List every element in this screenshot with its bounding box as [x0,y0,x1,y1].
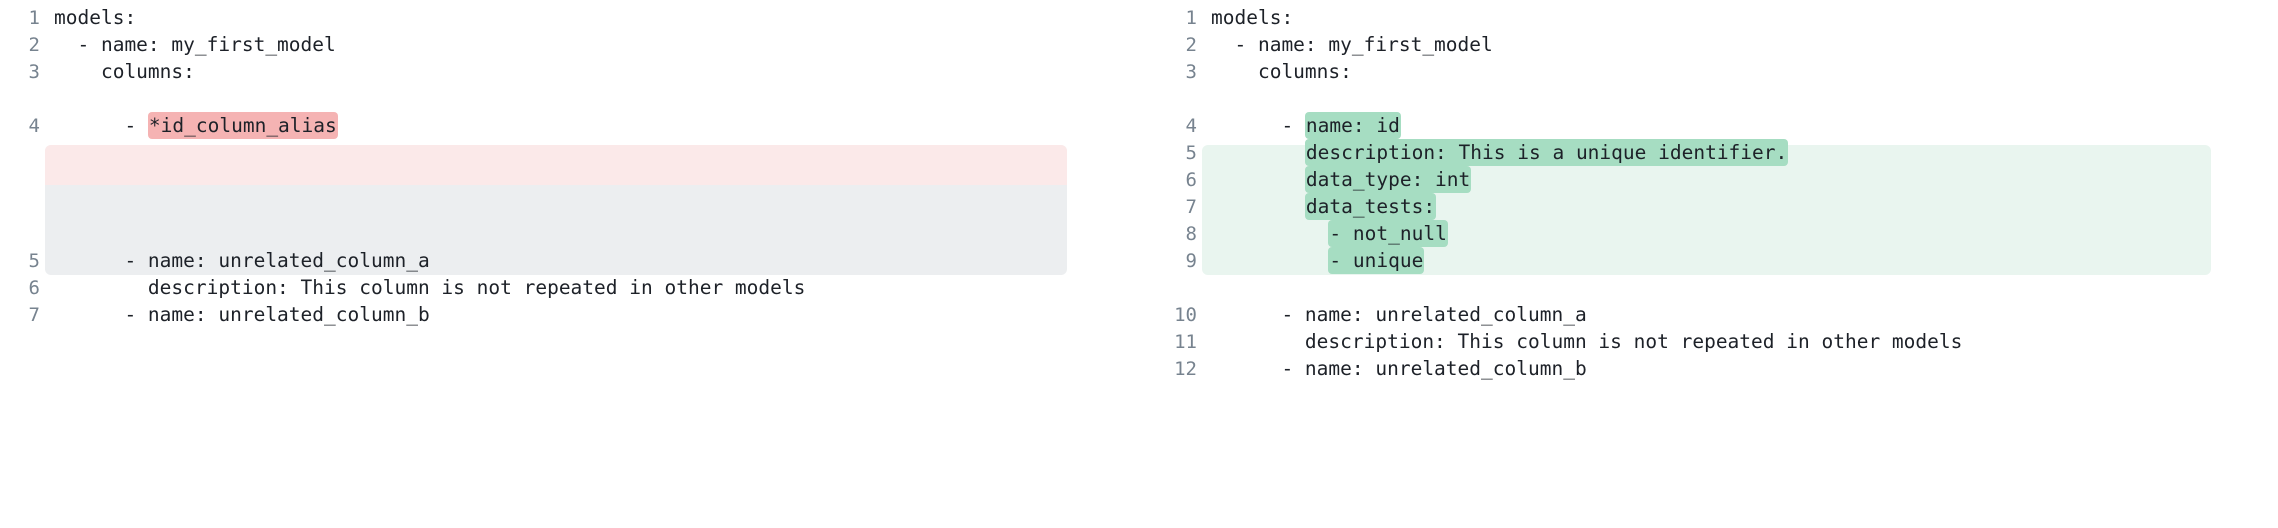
added-word-highlight: - unique [1328,247,1425,274]
code-line[interactable]: 5 - name: unrelated_column_a [0,247,1139,274]
code-line-added[interactable]: 9 - unique [1139,247,2278,274]
line-number: 1 [1185,7,1197,29]
line-content: columns: [54,60,195,83]
line-content: description: This is a unique identifier… [1197,139,1789,166]
line-number: 3 [28,61,40,83]
line-content: - name: unrelated_column_a [1211,303,1587,326]
code-line[interactable]: 6 description: This column is not repeat… [0,274,1139,301]
code-line[interactable]: 11 description: This column is not repea… [1139,328,2278,355]
line-number: 8 [1185,223,1197,245]
line-content: - name: my_first_model [1211,33,1493,56]
line-content: - unique [1197,247,1425,274]
line-content: description: This column is not repeated… [54,276,806,299]
line-indent: - [1211,114,1305,137]
removed-word-highlight: *id_column_alias [147,112,338,139]
line-indent: - [54,114,148,137]
hunk-bottom-spacer [1139,274,2278,301]
line-number: 2 [1185,34,1197,56]
code-line[interactable]: 1 models: [1139,4,2278,31]
line-number: 12 [1174,358,1197,380]
code-lines-after: 1 models: 2 - name: my_first_model 3 col… [1139,0,2278,382]
line-indent [1211,222,1328,245]
diff-pane-before: 1 models: 2 - name: my_first_model 3 col… [0,0,1139,328]
line-content: description: This column is not repeated… [1211,330,1963,353]
line-number: 11 [1174,331,1197,353]
line-number: 9 [1185,250,1197,272]
line-content: - name: id [1197,112,1401,139]
line-indent [1211,249,1328,272]
line-content: data_type: int [1197,166,1472,193]
line-content: - *id_column_alias [40,112,338,139]
code-line[interactable]: 2 - name: my_first_model [1139,31,2278,58]
line-content: - name: unrelated_column_b [54,303,430,326]
line-number: 6 [1185,169,1197,191]
line-number: 3 [1185,61,1197,83]
code-line-added[interactable]: 6 data_type: int [1139,166,2278,193]
removed-line-background [45,145,1067,185]
line-content: - name: unrelated_column_b [1211,357,1587,380]
code-line-added[interactable]: 8 - not_null [1139,220,2278,247]
line-number: 4 [28,115,40,137]
line-content: columns: [1211,60,1352,83]
code-line[interactable]: 12 - name: unrelated_column_b [1139,355,2278,382]
line-number: 5 [28,250,40,272]
removed-filler-line [0,193,1139,220]
line-number: 4 [1185,115,1197,137]
line-indent [1211,168,1305,191]
added-word-highlight: name: id [1304,112,1401,139]
code-line-added[interactable]: 5 description: This is a unique identifi… [1139,139,2278,166]
line-number: 7 [1185,196,1197,218]
line-number: 2 [28,34,40,56]
line-number: 6 [28,277,40,299]
diff-pane-after: 1 models: 2 - name: my_first_model 3 col… [1139,0,2278,528]
hunk-top-spacer [1139,85,2278,112]
hunk-top-spacer [0,85,1139,112]
added-word-highlight: data_tests: [1304,193,1437,220]
line-number: 1 [28,7,40,29]
code-line[interactable]: 3 columns: [1139,58,2278,85]
code-lines-before: 1 models: 2 - name: my_first_model 3 col… [0,0,1139,328]
added-word-highlight: data_type: int [1304,166,1472,193]
added-word-highlight: - not_null [1328,220,1448,247]
code-line[interactable]: 7 - name: unrelated_column_b [0,301,1139,328]
line-number: 7 [28,304,40,326]
line-content: - not_null [1197,220,1448,247]
line-indent [1211,141,1305,164]
line-number: 10 [1174,304,1197,326]
added-word-highlight: description: This is a unique identifier… [1304,139,1789,166]
line-content: models: [1211,6,1294,29]
line-content: - name: my_first_model [54,33,336,56]
line-indent [1211,195,1305,218]
code-line-added[interactable]: 7 data_tests: [1139,193,2278,220]
code-line[interactable]: 10 - name: unrelated_column_a [1139,301,2278,328]
line-content: - name: unrelated_column_a [54,249,430,272]
line-content: data_tests: [1197,193,1437,220]
removed-filler-line [0,139,1139,166]
code-line[interactable]: 3 columns: [0,58,1139,85]
hunk-bottom-spacer [0,220,1139,247]
line-number: 5 [1185,142,1197,164]
code-line-added[interactable]: 4 - name: id [1139,112,2278,139]
removed-filler-line [0,166,1139,193]
code-line[interactable]: 1 models: [0,4,1139,31]
code-line[interactable]: 2 - name: my_first_model [0,31,1139,58]
line-content: models: [54,6,137,29]
code-line-removed[interactable]: 4 - *id_column_alias [0,112,1139,139]
